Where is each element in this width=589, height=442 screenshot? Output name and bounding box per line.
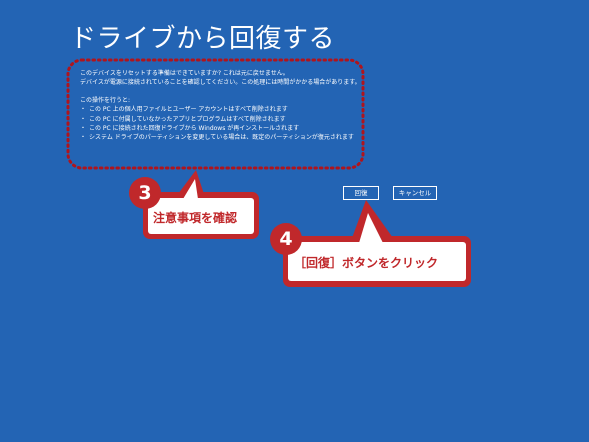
step-3-badge: 3 xyxy=(129,177,161,209)
warning-text: このデバイスをリセットする準備はできていますか? これは元に戻せません。 デバイ… xyxy=(80,69,380,143)
step-4-label: ［回復］ボタンをクリック xyxy=(294,256,439,270)
warning-line: デバイスが電源に接続されていることを確認してください。この処理には時間がかかる場… xyxy=(80,79,361,87)
list-item: システム ドライブのパーティションを変更している場合は、既定のパーティションが復… xyxy=(80,133,380,142)
consequence-list: この PC 上の個人用ファイルとユーザー アカウントはすべて削除されます この … xyxy=(80,105,380,143)
step-4-badge: 4 xyxy=(270,223,302,255)
highlight-outline xyxy=(66,58,365,170)
step-3-label: 注意事項を確認 xyxy=(153,211,238,225)
warning-line: このデバイスをリセットする準備はできていますか? これは元に戻せません。 xyxy=(80,70,289,77)
list-intro: この操作を行うと: xyxy=(80,96,131,104)
cancel-button[interactable]: キャンセル xyxy=(393,186,437,200)
list-item: この PC に付属していなかったアプリとプログラムはすべて削除されます xyxy=(80,115,380,124)
callout-4 xyxy=(283,200,471,287)
list-item: この PC に接続された回復ドライブから Windows が再インストールされま… xyxy=(80,124,380,133)
page-title: ドライブから回復する xyxy=(70,24,336,54)
list-item: この PC 上の個人用ファイルとユーザー アカウントはすべて削除されます xyxy=(80,105,380,114)
callout-3 xyxy=(143,170,259,239)
restore-button[interactable]: 回復 xyxy=(343,186,379,200)
